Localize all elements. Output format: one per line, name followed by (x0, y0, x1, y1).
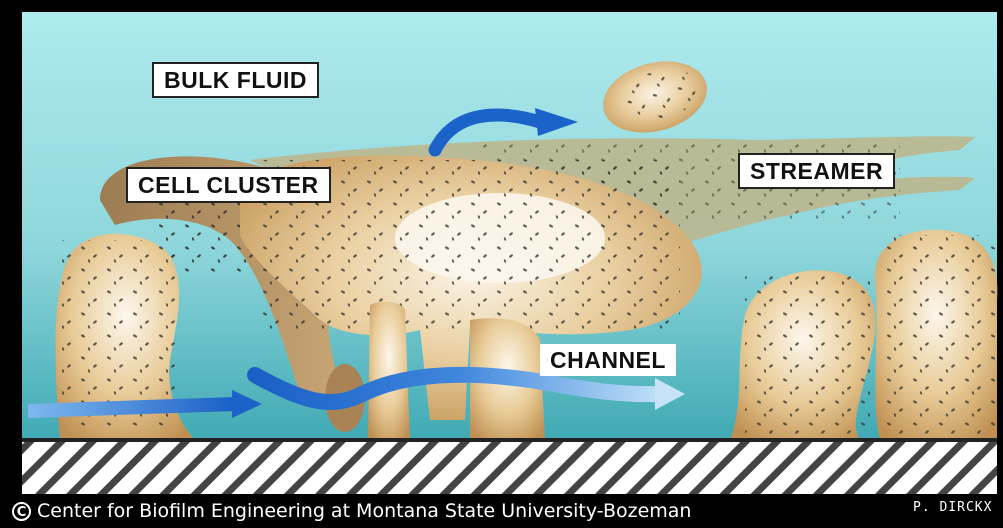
copyright-icon: C (12, 502, 31, 521)
artist-signature: P. DIRCKX (913, 500, 992, 515)
right-column-a-dots (745, 275, 870, 435)
substratum (22, 442, 997, 494)
streamer-label: STREAMER (738, 153, 895, 189)
flow-arrow-left (28, 404, 235, 411)
channel-label: CHANNEL (540, 344, 676, 376)
right-column-b-dots (880, 235, 995, 435)
bulk-fluid-label: BULK FLUID (152, 62, 319, 98)
credit-text: Center for Biofilm Engineering at Montan… (37, 500, 691, 522)
channel-label-text: CHANNEL (550, 347, 666, 373)
substratum-top-line (22, 438, 997, 442)
cluster-column-a (368, 302, 410, 440)
credit-line: C Center for Biofilm Engineering at Monta… (12, 500, 691, 522)
cell-cluster-label: CELL CLUSTER (126, 167, 331, 203)
